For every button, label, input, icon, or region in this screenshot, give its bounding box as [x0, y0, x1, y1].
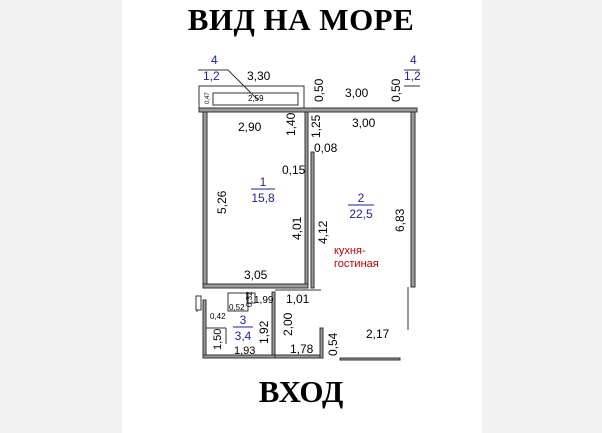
dim-corridor-w: 0,15 [282, 163, 306, 177]
dim-bath-left: 1,50 [212, 329, 224, 350]
dim-room1-left: 5,26 [215, 190, 229, 214]
dim-entry-w: 2,17 [366, 327, 390, 341]
wall-room1-bottom [202, 283, 309, 289]
dim-bath-bottom: 1,93 [234, 345, 255, 357]
dim-balcony-inner-depth: 0,47 [205, 92, 211, 104]
balcony-left-inner [212, 92, 299, 106]
balcony-right [404, 69, 420, 87]
balcony-left-area: 1,2 [203, 69, 220, 83]
balcony-left-leader [227, 69, 259, 101]
dim-hall-bottom: 1,78 [290, 342, 314, 356]
title-entrance: ВХОД [258, 374, 344, 409]
dim-balcony-depth-b: 0,50 [389, 78, 403, 102]
dim-bath-a: 0,52 [229, 303, 245, 312]
dim-room1-top: 2,90 [238, 120, 262, 134]
room1-area: 15,8 [251, 191, 275, 205]
room2-number: 2 [358, 191, 365, 205]
balcony-right-number: 4 [410, 53, 417, 67]
dim-bath-b: 0,32 [245, 291, 254, 307]
plan-sheet [122, 0, 482, 433]
room1-number: 1 [260, 175, 267, 189]
room2-name-line2: гостиная [334, 258, 379, 270]
wall-right [410, 111, 416, 288]
bath-shaft [227, 292, 249, 312]
dim-bath-d: 0,42 [210, 312, 226, 321]
dim-bath-c: 1,99 [254, 295, 274, 306]
room-labels: 4 1,2 4 1,2 1 15,8 2 22,5 кухня- гостина… [203, 53, 421, 343]
left-edge-bracket [195, 295, 202, 311]
dim-room1-bottom: 3,05 [244, 268, 268, 282]
wall-top [198, 107, 418, 113]
wall-bath-left [202, 299, 207, 359]
dim-room1-right: 4,01 [290, 216, 304, 240]
bath-shaft-small [246, 292, 256, 304]
wall-room2-inner [310, 151, 315, 289]
wall-entry-bottom [339, 357, 401, 361]
wall-room1-left [202, 111, 208, 289]
dim-bath-right: 1,92 [257, 320, 271, 344]
dim-room2-top: 3,00 [352, 116, 376, 130]
walls [198, 107, 418, 361]
dim-right-top: 3,00 [345, 86, 369, 100]
dim-entry-h: 0,54 [326, 332, 340, 356]
dim-balcony-width: 3,30 [247, 69, 271, 83]
dim-room2-inner: 4,12 [316, 220, 330, 244]
left-edge-box [195, 295, 202, 311]
dim-room1-wall-a: 1,40 [284, 112, 298, 136]
room3-area: 3,4 [235, 329, 252, 343]
dim-corridor-top: 1,25 [309, 114, 323, 138]
wall-entry [319, 327, 324, 359]
room2-area: 22,5 [349, 207, 373, 221]
room2-name-line1: кухня- [334, 245, 366, 257]
dim-balcony-depth-a: 0,50 [312, 78, 326, 102]
dim-room2-right: 6,83 [393, 208, 407, 232]
wall-room1-right [304, 111, 309, 289]
dim-balcony-inner-len: 2,59 [248, 94, 264, 103]
dim-corridor-gap: 0,08 [314, 141, 338, 155]
dim-hall-w: 1,01 [286, 292, 310, 306]
room3-number: 3 [240, 313, 247, 327]
title-sea-view: ВИД НА МОРЕ [187, 2, 415, 37]
dimension-labels: 3,30 0,50 3,00 0,50 2,59 0,47 2,90 1,40 … [205, 69, 407, 357]
dim-hall-h: 2,00 [281, 312, 295, 336]
balcony-left-number: 4 [211, 53, 218, 67]
balcony-right-area: 1,2 [404, 69, 421, 83]
